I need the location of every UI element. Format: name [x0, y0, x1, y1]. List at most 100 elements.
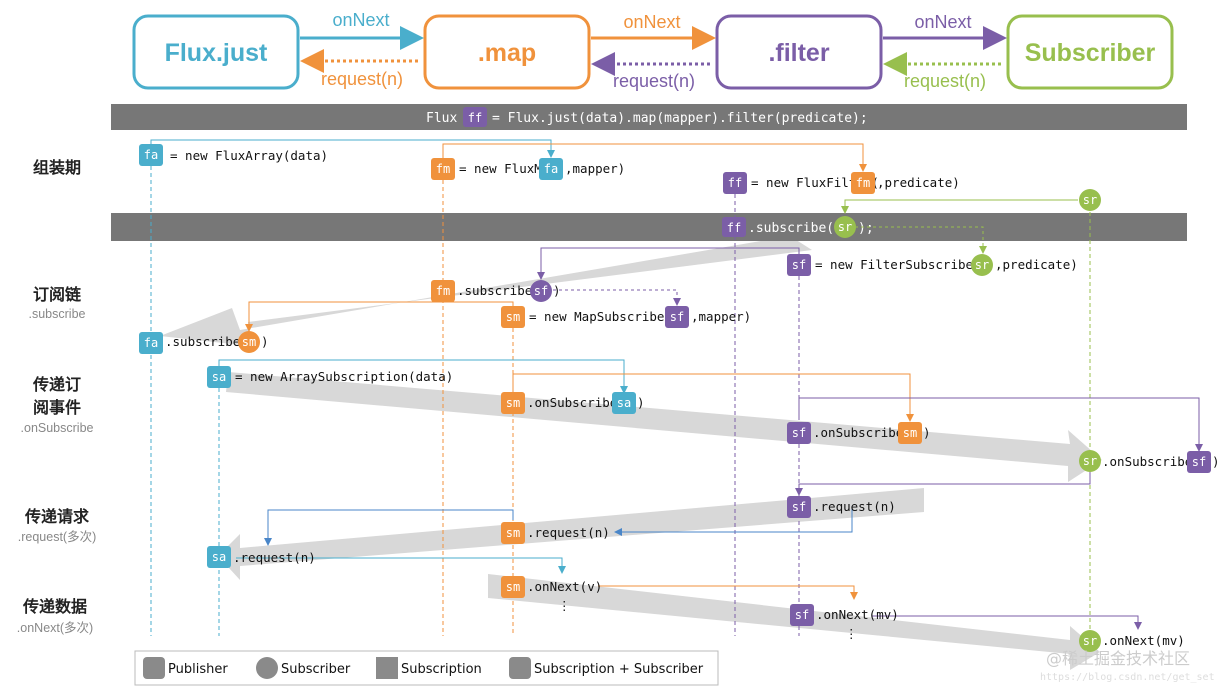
flux-just-label: Flux.just: [165, 39, 268, 67]
legend: Publisher Subscriber Subscription Subscr…: [134, 650, 719, 686]
stmt-new-flux-filter-post: ,predicate): [877, 175, 960, 190]
flow-bands: [160, 236, 1102, 670]
stmt-new-map-sub-post: ,mapper): [691, 309, 751, 324]
sf-badge-arg-onsub-text: sf: [1192, 455, 1206, 469]
conn-sf-to-sr-onnext: [872, 615, 1142, 630]
subscribe-code-method: .subscribe(: [748, 221, 834, 236]
stmt-fa-subscribe-post: ): [261, 334, 269, 349]
phase-onsubscribe-title-2: 阅事件: [33, 398, 81, 417]
sr-badge: [1079, 189, 1101, 211]
sf-badge-text: sf: [792, 258, 806, 272]
stmt-sm-onnext: .onNext(v): [527, 579, 602, 594]
sf-badge-onnext: [790, 604, 814, 626]
conn-sr-to-subscribe: [841, 199, 1078, 214]
legend-publisher-swatch: [143, 657, 165, 679]
subscribe-statements: sf = new FilterSubscriber( sr ,predicate…: [139, 254, 1078, 354]
map-box: [423, 14, 591, 90]
legend-subscription-subscriber-swatch: [509, 657, 531, 679]
conn-sa-to-sm-onnext: [236, 557, 566, 574]
request-label-1: request(n): [321, 69, 403, 89]
stmt-new-filter-sub-post: ,predicate): [995, 257, 1078, 272]
fa-badge-arg: [539, 158, 563, 180]
request-band: [218, 488, 924, 580]
sr-badge-onnext-text: sr: [1083, 634, 1097, 648]
sf-badge-onsub: [787, 422, 811, 444]
sm-badge-onnext-text: sm: [506, 580, 520, 594]
conn-sf-to-sm-request: [614, 506, 853, 536]
ff-badge-subscribe: [722, 217, 746, 237]
sm-badge-arg-onsub-text: sm: [903, 426, 917, 440]
legend-subscription: Subscription: [401, 662, 482, 677]
subscriber-label: Subscriber: [1025, 39, 1156, 67]
request-statements: sf .request(n) sm .request(n) sa .reques…: [207, 496, 896, 568]
conn-fm-to-fluxfilter: [442, 143, 867, 172]
stmt-sm-onsubscribe-post: ): [637, 395, 645, 410]
legend-subscriber: Subscriber: [281, 662, 351, 677]
fm-badge-text: fm: [436, 162, 450, 176]
phase-request-title: 传递请求: [24, 507, 90, 526]
onnext-label-1: onNext: [332, 10, 389, 30]
phase-onnext-sub: .onNext(多次): [17, 621, 93, 635]
phase-labels: 组装期 订阅链 .subscribe 传递订 阅事件 .onSubscribe …: [17, 158, 96, 635]
sr-badge-arg-text: sr: [975, 258, 989, 272]
stmt-fm-subscribe-post: ): [553, 283, 561, 298]
ff-badge-assembly-text: ff: [468, 111, 482, 125]
sf-badge: [787, 254, 811, 276]
stmt-sf-onnext: .onNext(mv): [816, 607, 899, 622]
conn-sm-to-sf-onnext: [598, 585, 858, 600]
ff-badge-subscribe-text: ff: [727, 221, 741, 235]
legend-box: [134, 650, 719, 686]
sa-badge: [207, 366, 231, 388]
legend-subscription-swatch: [376, 657, 398, 679]
conn-sf-to-sr-onsubscribe: [798, 397, 1203, 452]
stmt-sf-onsubscribe-pre: .onSubscribe(: [813, 425, 911, 440]
fa-badge-subscribe-text: fa: [144, 336, 158, 350]
assembly-code-suffix: = Flux.just(data).map(mapper).filter(pre…: [492, 111, 868, 126]
ff-badge: [723, 172, 747, 194]
onnext-statements: sm .onNext(v) ⋮ sf .onNext(mv) ⋮ sr .onN…: [501, 576, 1185, 652]
phase-request-sub: .request(多次): [18, 530, 97, 544]
conn-sa-to-onsubscribe: [218, 359, 628, 394]
sa-badge-arg: [612, 392, 636, 414]
stmt-sr-onnext: .onNext(mv): [1102, 633, 1185, 648]
conn-sm-to-sa-request: [264, 509, 514, 546]
fm-badge: [431, 158, 455, 180]
stmt-sf-request: .request(n): [813, 499, 896, 514]
conn-sf-to-mapsub: [553, 289, 681, 306]
conn-sm-to-fa-subscribe: [245, 301, 514, 332]
sm-badge-request: [501, 522, 525, 544]
sm-badge-request-text: sm: [506, 526, 520, 540]
sr-badge-onsub-text: sr: [1083, 454, 1097, 468]
sr-badge-text: sr: [1083, 193, 1097, 207]
sr-badge-onnext: [1079, 630, 1101, 652]
fm-badge-subscribe-text: fm: [436, 284, 450, 298]
stmt-sf-onnext-dots: ⋮: [845, 626, 858, 641]
subscribe-band: [160, 236, 812, 346]
assembly-code-prefix: Flux: [426, 111, 457, 126]
sf-badge-arg-onsub: [1187, 451, 1211, 473]
stmt-sr-onsubscribe-post: ): [1212, 454, 1220, 469]
sf-badge-mapsub: [665, 306, 689, 328]
sa-badge-arg-text: sa: [617, 396, 631, 410]
stmt-sa-request: .request(n): [233, 550, 316, 565]
phase-onnext-title: 传递数据: [22, 597, 87, 616]
sf-badge-mapsub-text: sf: [670, 310, 684, 324]
onsubscribe-statements: sa = new ArraySubscription(data) sm .onS…: [207, 366, 1220, 473]
map-label: .map: [478, 39, 536, 67]
sf-badge-arg: [530, 280, 552, 302]
sf-badge-request-text: sf: [792, 500, 806, 514]
onsubscribe-band: [226, 372, 1102, 482]
fm-badge-subscribe: [431, 280, 455, 302]
phase-subscribe-title: 订阅链: [33, 285, 82, 304]
stmt-new-filter-sub-pre: = new FilterSubscriber(: [815, 257, 988, 272]
sr-badge-arg: [971, 254, 993, 276]
operator-chain: Flux.just .map .filter Subscriber onNext…: [132, 10, 1174, 91]
fm-badge-arg-text: fm: [856, 176, 870, 190]
request-label-3: request(n): [904, 71, 986, 91]
legend-subscription-subscriber: Subscription + Subscriber: [534, 662, 704, 677]
fa-badge-text: fa: [144, 148, 158, 162]
sr-badge-subscribe: [834, 216, 856, 238]
subscribe-code-close: );: [858, 221, 874, 236]
stmt-new-array-sub: = new ArraySubscription(data): [235, 369, 453, 384]
